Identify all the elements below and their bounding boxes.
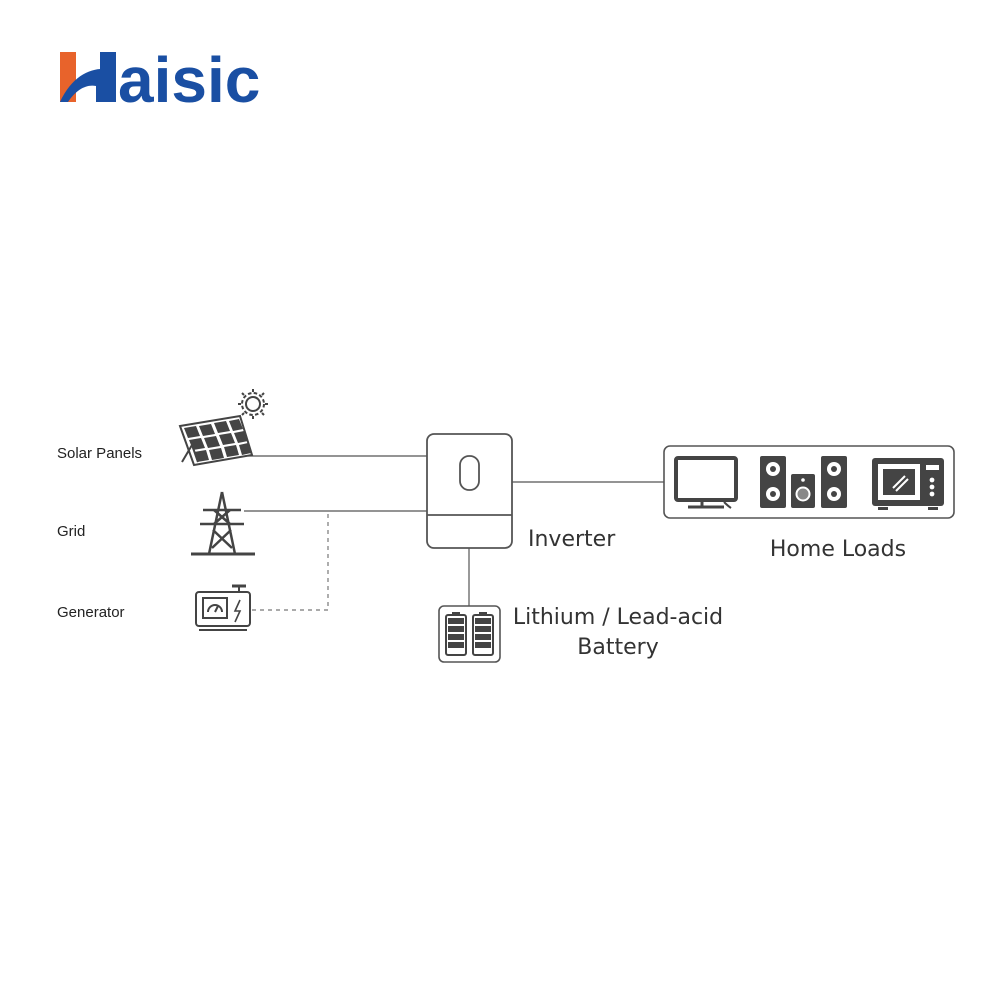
home-loads-box bbox=[663, 445, 955, 519]
solar-panel-icon bbox=[178, 414, 254, 467]
connections bbox=[244, 455, 664, 611]
brand-logo: aisic bbox=[60, 44, 260, 116]
inverter-icon bbox=[426, 433, 513, 549]
battery-label-line1: Lithium / Lead-acid bbox=[513, 605, 723, 630]
logo-h-mark bbox=[60, 52, 116, 102]
speakers-icon bbox=[760, 456, 847, 508]
home-loads-label: Home Loads bbox=[770, 537, 906, 562]
generator-link bbox=[252, 511, 329, 611]
grid-label: Grid bbox=[57, 523, 85, 540]
generator-icon bbox=[195, 584, 251, 631]
tv-icon bbox=[674, 456, 738, 509]
microwave-icon bbox=[872, 458, 944, 510]
generator-label: Generator bbox=[57, 604, 125, 621]
inverter-label: Inverter bbox=[528, 527, 616, 552]
battery-label-line2: Battery bbox=[577, 635, 658, 660]
logo-text: aisic bbox=[118, 44, 260, 116]
solar-panels-label: Solar Panels bbox=[57, 445, 142, 462]
battery-icon bbox=[438, 605, 501, 663]
sun-icon bbox=[238, 389, 268, 419]
power-tower-icon bbox=[191, 491, 255, 556]
